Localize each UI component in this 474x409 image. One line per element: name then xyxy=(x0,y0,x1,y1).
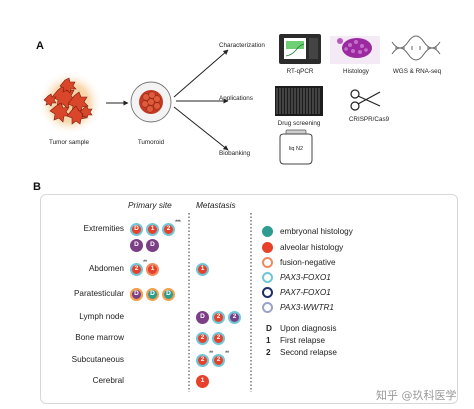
legend-label: PAX7-FOXO1 xyxy=(280,288,331,297)
rtqpcr-machine-icon xyxy=(279,34,321,64)
histology-label: Histology xyxy=(343,68,369,75)
site-dot: D xyxy=(146,239,159,252)
site-dot-label: 2 xyxy=(134,265,139,273)
site-dot-label: D xyxy=(134,225,139,233)
site-dot-label: 1 xyxy=(150,265,155,273)
site-dot-label: D xyxy=(200,313,205,321)
ln2-label: liq N2 xyxy=(288,146,304,152)
site-dot: D xyxy=(146,288,159,301)
tumor-sample-illustration xyxy=(38,71,102,135)
significance-stars: ** xyxy=(209,351,213,357)
histology-icon xyxy=(330,36,380,64)
site-dot-label: D xyxy=(150,290,155,298)
site-dot: 2 xyxy=(196,354,209,367)
rtqpcr-label: RT-qPCR xyxy=(286,68,314,75)
tumor-sample-label: Tumor sample xyxy=(48,139,90,146)
key-symbol: 2 xyxy=(266,348,271,357)
crispr-scissors-icon xyxy=(350,89,381,111)
arrow-biobanking xyxy=(173,106,229,151)
tumoroid-illustration xyxy=(130,81,172,123)
applications-label: Applications xyxy=(219,95,253,102)
metastasis-header: Metastasis xyxy=(196,200,236,210)
key-symbol: D xyxy=(266,324,272,333)
significance-stars: ** xyxy=(143,260,147,266)
site-dot-label: 2 xyxy=(200,334,205,342)
crispr-label: CRISPR/Cas9 xyxy=(348,116,390,123)
legend-swatch xyxy=(262,287,273,298)
drug-screening-label: Drug screening xyxy=(277,120,321,127)
site-dot-label: D xyxy=(166,290,171,298)
tumoroid-label: Tumoroid xyxy=(137,139,165,146)
site-dot: D xyxy=(130,288,143,301)
site-dot-label: 1 xyxy=(150,225,155,233)
site-dot-label: 2 xyxy=(216,334,221,342)
key-symbol: 1 xyxy=(266,336,271,345)
site-dot: 2 xyxy=(162,223,175,236)
key-label: Upon diagnosis xyxy=(280,324,337,333)
significance-stars: *** xyxy=(175,220,181,226)
legend-swatch xyxy=(262,242,273,253)
site-dot: 1 xyxy=(196,375,209,388)
site-dot: D xyxy=(162,288,175,301)
panel-b-letter: B xyxy=(33,181,41,193)
arrow-characterization xyxy=(173,49,229,98)
biobanking-label: Biobanking xyxy=(219,150,251,157)
site-dot-label: 1 xyxy=(200,377,205,385)
legend-label: fusion-negative xyxy=(280,258,336,267)
site-dot: 2 xyxy=(212,311,225,324)
panel-b-box xyxy=(40,194,458,404)
row-label: Bone marrow xyxy=(75,333,124,342)
site-dot: 2 xyxy=(212,332,225,345)
legend-swatch xyxy=(262,226,273,237)
site-dot-label: D xyxy=(134,290,139,298)
site-dot-label: 2 xyxy=(216,356,221,364)
site-dot: 2 xyxy=(212,354,225,367)
legend-swatch xyxy=(262,272,273,283)
site-dot: 2 xyxy=(130,263,143,276)
site-dot: 2 xyxy=(196,332,209,345)
row-label: Extremities xyxy=(83,224,125,233)
wgs-rnaseq-label: WGS & RNA-seq xyxy=(392,68,442,75)
row-label: Abdomen xyxy=(88,264,124,273)
legend-label: alveolar histology xyxy=(280,243,344,252)
site-dot-label: 2 xyxy=(166,225,171,233)
legend-swatch xyxy=(262,302,273,313)
primary-site-header: Primary site xyxy=(128,200,172,210)
drug-screening-plate-icon xyxy=(275,86,323,116)
key-label: Second relapse xyxy=(280,348,337,357)
site-dot: 2 xyxy=(228,311,241,324)
row-label: Subcutaneous xyxy=(71,355,124,364)
legend-swatch xyxy=(262,257,273,268)
row-label: Paratesticular xyxy=(73,289,124,298)
row-label: Cerebral xyxy=(92,376,124,385)
site-dot-label: D xyxy=(134,241,139,249)
site-dot-label: D xyxy=(150,241,155,249)
panel-a-diagram xyxy=(38,34,441,165)
dna-helix-icon xyxy=(391,35,441,61)
panel-a-letter: A xyxy=(36,40,44,52)
key-label: First relapse xyxy=(280,336,326,345)
row-label: Lymph node xyxy=(79,312,124,321)
site-dot: D xyxy=(130,239,143,252)
legend-label: PAX3-WWTR1 xyxy=(280,303,334,312)
watermark: 知乎 @玖科医学 xyxy=(376,389,457,402)
site-dot-label: 2 xyxy=(216,313,221,321)
site-dot: 1 xyxy=(196,263,209,276)
legend-label: PAX3-FOXO1 xyxy=(280,273,331,282)
characterization-label: Characterization xyxy=(219,42,265,49)
site-dot-label: 1 xyxy=(200,265,205,273)
legend-label: embryonal histology xyxy=(280,227,353,236)
site-dot: D xyxy=(196,311,209,324)
site-dot: 1 xyxy=(146,223,159,236)
significance-stars: ** xyxy=(225,351,229,357)
site-dot-label: 2 xyxy=(232,313,237,321)
site-dot-label: 2 xyxy=(200,356,205,364)
site-dot: D xyxy=(130,223,143,236)
liquid-nitrogen-tank-icon xyxy=(279,129,313,165)
site-dot: 1 xyxy=(146,263,159,276)
